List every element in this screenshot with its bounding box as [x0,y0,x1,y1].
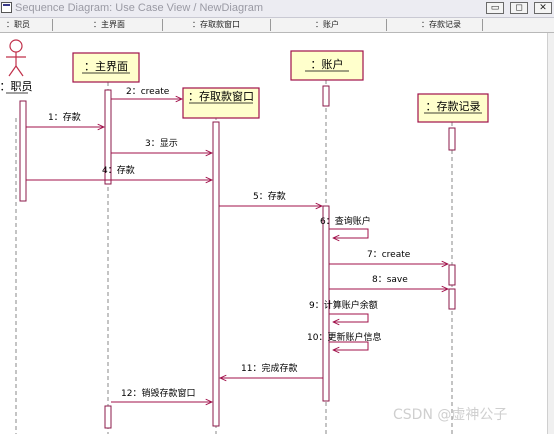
message-label: 4：存款 [102,164,135,176]
header-divider[interactable] [270,19,271,31]
activation-bar[interactable] [448,127,456,151]
message-label: 5：存款 [253,190,286,202]
activation-bar[interactable] [448,288,456,310]
header-column-account[interactable]: ：账户 [315,20,339,29]
activation-bar[interactable] [212,121,220,427]
message-6[interactable]: 6：查询账户 [320,215,371,238]
message-7[interactable]: 7：create [329,250,448,264]
header-column-record[interactable]: ：存款记录 [421,20,461,29]
actor-leg-icon [15,65,24,77]
object-account[interactable]: ：账户 [290,50,364,81]
object-label: ：存取款窗口 [188,89,254,103]
activation-bar[interactable] [322,85,330,107]
header-divider[interactable] [482,19,483,31]
object-box [417,93,489,123]
message-label: 10：更新账户信息 [307,331,381,343]
object-box [72,52,140,83]
message-4[interactable]: 4：存款 [26,164,212,180]
title-bar: Sequence Diagram: Use Case View / NewDia… [0,0,554,18]
activation-bar[interactable] [448,264,456,286]
message-2[interactable]: 2：create [111,87,182,99]
message-label: 12：销毁存款窗口 [121,387,195,399]
window-title: Sequence Diagram: Use Case View / NewDia… [15,2,264,14]
object-label: ：账户 [311,57,344,71]
header-divider[interactable] [162,19,163,31]
object-box [290,50,364,81]
message-3[interactable]: 3：显示 [111,138,212,153]
self-message-arrow [329,313,369,322]
message-label: 11：完成存款 [241,362,297,374]
header-column-main-ui[interactable]: ：主界面 [93,20,125,29]
maximize-button[interactable]: ◻ [510,2,528,14]
object-record[interactable]: ：存款记录 [417,93,489,123]
close-button[interactable]: ✕ [534,2,552,14]
object-label: ：存款记录 [426,99,481,113]
message-5[interactable]: 5：存款 [219,190,322,206]
object-window[interactable]: ：存取款窗口 [182,87,260,119]
message-label: 3：显示 [145,138,178,149]
activation-bar[interactable] [322,205,330,402]
activation-bar[interactable] [104,89,112,185]
header-column-window[interactable]: ：存取款窗口 [192,20,240,29]
message-8[interactable]: 8：save [329,275,448,289]
watermark: CSDN @虚神公子 [393,407,508,423]
clerk-actor[interactable]: ：职员 [0,39,33,94]
message-label: 2：create [126,87,170,97]
message-12[interactable]: 12：销毁存款窗口 [111,387,212,402]
actor-label: ：职员 [0,80,33,93]
header-divider[interactable] [386,19,387,31]
message-label: 8：save [372,275,408,285]
message-label: 1：存款 [48,111,81,123]
app-icon [1,2,12,13]
message-label: 6：查询账户 [320,215,371,227]
header-column-clerk[interactable]: ：职员 [6,20,30,29]
actor-leg-icon [8,65,17,77]
message-11[interactable]: 11：完成存款 [220,362,323,378]
message-10[interactable]: 10：更新账户信息 [307,331,381,350]
message-label: 7：create [367,250,411,260]
actor-head-icon [9,39,23,53]
header-divider[interactable] [52,19,53,31]
object-label: ：主界面 [84,60,128,73]
message-label: 9：计算账户余额 [309,299,378,311]
object-main-ui[interactable]: ：主界面 [72,52,140,83]
activation-bar[interactable] [19,100,27,202]
activation-bar[interactable] [104,405,112,429]
self-message-arrow [329,341,369,350]
self-message-arrow [329,228,369,238]
lifeline-header-bar: ：职员 ：主界面 ：存取款窗口 ：账户 ：存款记录 [0,18,554,33]
message-1[interactable]: 1：存款 [26,111,104,127]
message-9[interactable]: 9：计算账户余额 [309,299,378,322]
vertical-scrollbar[interactable] [547,33,554,434]
minimize-button[interactable]: ▭ [486,2,504,14]
